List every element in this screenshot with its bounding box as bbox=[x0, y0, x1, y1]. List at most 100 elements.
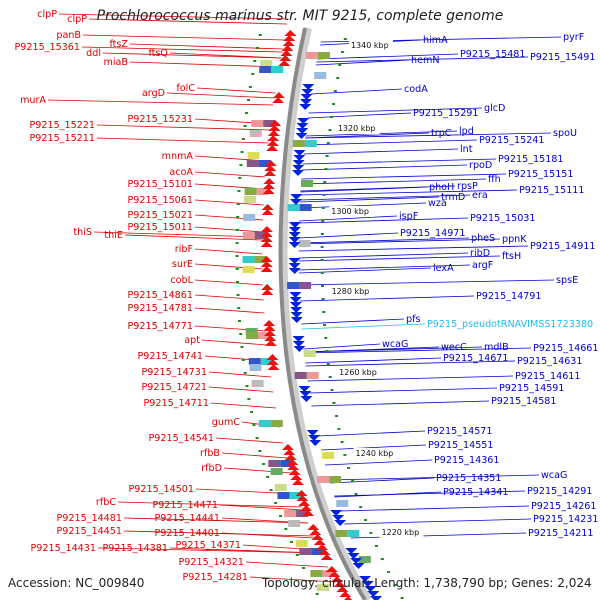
forward-gene-arrow bbox=[262, 183, 275, 189]
tick-mark bbox=[347, 467, 351, 469]
leader-line bbox=[303, 343, 381, 350]
gene-label: P9215_15491 bbox=[530, 52, 596, 63]
tick-mark bbox=[328, 376, 332, 378]
gene-label: clpP bbox=[67, 14, 87, 25]
leader-line bbox=[93, 231, 263, 238]
leader-line bbox=[344, 518, 532, 525]
leader-line bbox=[299, 194, 471, 201]
tick-mark bbox=[354, 493, 358, 495]
forward-gene-arrow bbox=[288, 469, 301, 475]
leader-line bbox=[117, 501, 303, 508]
gene-label: P9215_15151 bbox=[508, 169, 574, 180]
forward-gene-arrow bbox=[263, 325, 276, 331]
reverse-gene-arrow bbox=[345, 548, 358, 554]
gene-label: P9215_14631 bbox=[517, 356, 583, 367]
gene-label: P9215_15011 bbox=[127, 222, 193, 233]
gene-label: lpd bbox=[459, 126, 474, 137]
kbp-marker: 1260 kbp bbox=[339, 368, 377, 377]
forward-gene-arrow bbox=[283, 449, 296, 455]
gene-label: P9215_15061 bbox=[127, 195, 193, 206]
leader-line bbox=[321, 444, 427, 451]
feature-block bbox=[288, 520, 301, 527]
leader-line bbox=[305, 130, 458, 137]
gene-label: P9215_14711 bbox=[143, 398, 209, 409]
feature-block bbox=[287, 282, 300, 289]
tick-mark bbox=[369, 532, 373, 534]
gene-label: P9215_15181 bbox=[498, 154, 564, 165]
feature-block bbox=[244, 188, 257, 195]
gene-label: lnt bbox=[460, 144, 473, 155]
leader-line bbox=[298, 252, 469, 259]
kbp-marker: 1220 kbp bbox=[382, 528, 420, 537]
tick-mark bbox=[320, 285, 324, 287]
gene-label: trpC bbox=[431, 128, 452, 139]
leader-line bbox=[300, 189, 518, 196]
leader-line bbox=[300, 185, 456, 192]
leader-line bbox=[299, 215, 398, 222]
reverse-gene-arrow bbox=[293, 346, 306, 352]
reverse-gene-arrow bbox=[330, 510, 343, 516]
forward-gene-arrow bbox=[261, 289, 274, 295]
tick-mark bbox=[340, 51, 344, 53]
tick-mark bbox=[302, 567, 306, 569]
leader-line bbox=[309, 387, 498, 394]
feature-block bbox=[336, 500, 349, 507]
forward-gene-arrow bbox=[268, 125, 281, 131]
leader-line bbox=[311, 400, 490, 407]
gene-label: P9215_14441 bbox=[154, 513, 220, 524]
leader-line bbox=[298, 267, 432, 274]
gene-label: miaB bbox=[104, 57, 128, 68]
feature-block bbox=[243, 214, 256, 221]
forward-gene-arrow bbox=[260, 241, 273, 247]
tick-mark bbox=[241, 359, 245, 361]
reverse-gene-arrow bbox=[293, 150, 306, 156]
tick-mark bbox=[323, 181, 327, 183]
leader-line bbox=[302, 158, 497, 165]
forward-gene-arrow bbox=[263, 170, 276, 176]
gene-label: era bbox=[472, 190, 488, 201]
forward-gene-arrow bbox=[267, 135, 280, 141]
leader-line bbox=[129, 61, 280, 68]
feature-block bbox=[284, 510, 297, 517]
feature-block bbox=[246, 160, 259, 167]
gene-label: acoA bbox=[169, 167, 193, 178]
leader-line bbox=[123, 530, 314, 537]
forward-gene-arrow bbox=[260, 266, 273, 272]
forward-gene-arrow bbox=[260, 261, 273, 267]
tick-mark bbox=[279, 515, 283, 517]
gene-label: P9215_15361 bbox=[14, 42, 80, 53]
leader-line bbox=[194, 199, 264, 206]
leader-line bbox=[329, 474, 540, 481]
feature-block bbox=[251, 380, 264, 387]
gene-label: P9215_14791 bbox=[476, 291, 542, 302]
gene-label: P9215_14291 bbox=[527, 486, 593, 497]
reverse-gene-arrow bbox=[300, 396, 313, 402]
tick-mark bbox=[252, 424, 256, 426]
tick-mark bbox=[325, 155, 329, 157]
reverse-gene-arrow bbox=[288, 242, 301, 248]
gene-label: P9215_14781 bbox=[127, 303, 193, 314]
leader-line bbox=[219, 504, 304, 511]
leader-line bbox=[169, 52, 282, 59]
leader-line bbox=[305, 360, 516, 367]
reverse-gene-arrow bbox=[297, 118, 310, 124]
leader-line bbox=[298, 245, 529, 252]
feature-block bbox=[280, 460, 293, 467]
tick-mark bbox=[235, 268, 239, 270]
tick-mark bbox=[324, 168, 328, 170]
gene-label: P9215_14771 bbox=[127, 321, 193, 332]
gene-label: P9215_14911 bbox=[530, 241, 596, 252]
gene-label: P9215_14401 bbox=[154, 528, 220, 539]
forward-gene-arrow bbox=[302, 510, 315, 516]
leader-line bbox=[245, 561, 328, 568]
gene-label: ftsZ bbox=[109, 39, 128, 50]
reverse-gene-arrow bbox=[367, 591, 380, 597]
forward-gene-arrow bbox=[286, 459, 299, 465]
gene-label: P9215_14671 bbox=[443, 353, 509, 364]
tick-mark bbox=[258, 450, 262, 452]
gene-label: P9215_14861 bbox=[127, 290, 193, 301]
kbp-marker: 1280 kbp bbox=[332, 287, 370, 296]
tick-mark bbox=[245, 112, 249, 114]
feature-block bbox=[347, 530, 360, 537]
gene-label: phoH bbox=[429, 182, 454, 193]
